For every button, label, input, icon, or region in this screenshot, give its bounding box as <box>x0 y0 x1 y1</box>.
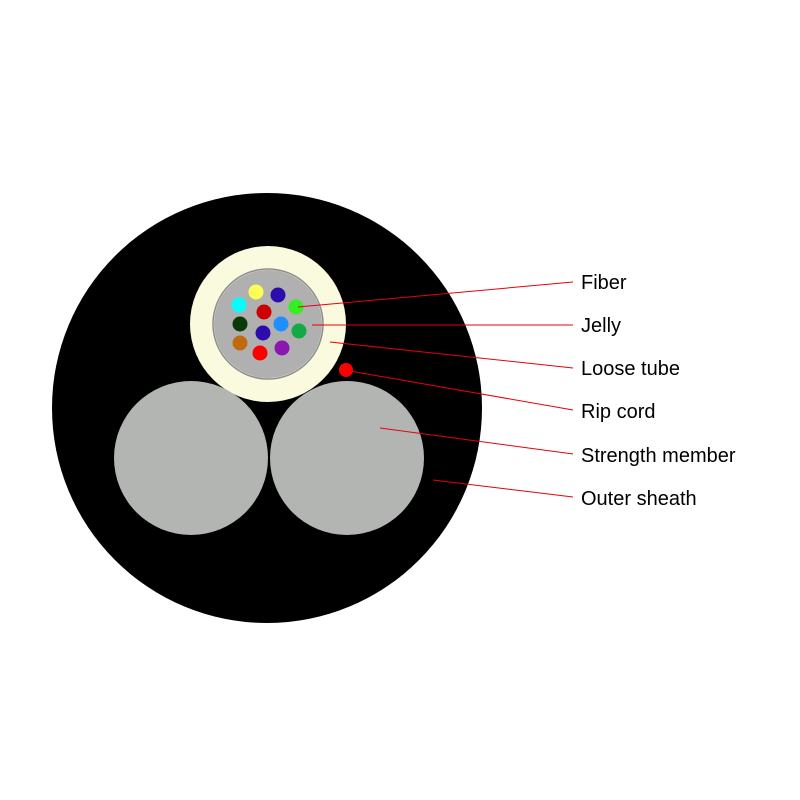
leader-lines <box>297 281 574 498</box>
label-loose-tube: Loose tube <box>581 358 680 380</box>
label-fiber: Fiber <box>581 272 627 294</box>
fiber-8 <box>273 316 289 332</box>
fiber-group <box>231 284 307 361</box>
leader-line-fiber <box>297 281 574 308</box>
label-rip-cord: Rip cord <box>581 401 655 423</box>
jelly <box>214 270 322 378</box>
fiber-2 <box>270 287 286 303</box>
leader-line-strength-member <box>379 427 574 455</box>
fiber-10 <box>232 335 248 351</box>
fiber-5 <box>288 299 304 315</box>
leader-line-rip-cord <box>349 370 574 411</box>
loose-tube-inner-ring <box>212 268 324 380</box>
fiber-4 <box>256 304 272 320</box>
fiber-11 <box>252 345 268 361</box>
leader-line-loose-tube <box>329 341 574 369</box>
fiber-3 <box>231 297 247 313</box>
fiber-12 <box>274 340 290 356</box>
strength-member-right <box>270 381 424 535</box>
rip-cord <box>339 363 353 377</box>
fiber-1 <box>248 284 264 300</box>
fiber-7 <box>255 325 271 341</box>
fiber-6 <box>232 316 248 332</box>
label-strength-member: Strength member <box>581 445 736 467</box>
fiber-9 <box>291 323 307 339</box>
leader-line-outer-sheath <box>432 479 574 498</box>
label-jelly: Jelly <box>581 315 621 337</box>
label-outer-sheath: Outer sheath <box>581 488 697 510</box>
strength-member-left <box>114 381 268 535</box>
